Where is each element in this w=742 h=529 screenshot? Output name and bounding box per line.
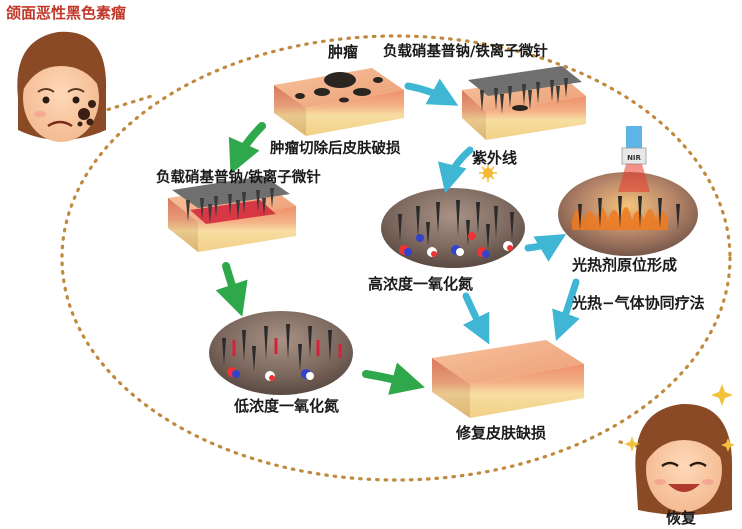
microneedle-skin-block-top xyxy=(462,66,586,140)
high-no-label: 高浓度一氧化氮 xyxy=(368,275,474,293)
photothermal-agent-label: 光热剂原位形成 xyxy=(572,256,678,274)
synergy-therapy-label: 光热−气体协同疗法 xyxy=(572,294,705,312)
low-no-circle xyxy=(209,311,353,395)
arrow-low-no-to-repair xyxy=(362,362,425,395)
title-label: 颌面恶性黑色素瘤 xyxy=(6,4,127,22)
low-no-label: 低浓度一氧化氮 xyxy=(234,397,340,415)
photothermal-circle xyxy=(558,172,698,256)
tumor-skin-block xyxy=(274,68,404,136)
dotted-connector-left xyxy=(98,93,157,114)
repair-label: 修复皮肤缺损 xyxy=(456,424,547,442)
arrow-high-no-to-repair xyxy=(462,292,490,345)
sad-patient-face-icon xyxy=(17,31,107,142)
high-no-circle xyxy=(381,188,525,268)
microneedle-skin-block-left xyxy=(168,176,296,252)
nir-laser-icon: NIR xyxy=(618,126,650,192)
microneedle-top-label: 负载硝基普钠/铁离子微针 xyxy=(383,44,548,60)
arrow-microneedle-to-high-no xyxy=(438,146,474,194)
sun-icon xyxy=(479,164,497,182)
arrow-tumor-to-wound xyxy=(228,122,266,175)
wound-label: 肿瘤切除后皮肤破损 xyxy=(270,141,401,157)
microneedle-left-label: 负载硝基普钠/铁离子微针 xyxy=(156,170,321,186)
recover-label: 恢复 xyxy=(666,509,697,527)
arrow-tumor-to-microneedle xyxy=(404,78,459,106)
nir-label: NIR xyxy=(627,154,641,162)
tumor-label: 肿瘤 xyxy=(328,43,359,61)
arrow-wound-to-low-no xyxy=(215,262,248,317)
recovered-patient-face-icon xyxy=(635,403,733,515)
dotted-boundary xyxy=(60,34,732,482)
uv-label: 紫外线 xyxy=(472,149,518,167)
arrow-photothermal-to-repair xyxy=(552,278,580,342)
repaired-skin-block xyxy=(432,340,584,418)
sparkle-icon xyxy=(624,384,735,452)
arrow-high-no-to-photothermal xyxy=(524,233,567,262)
